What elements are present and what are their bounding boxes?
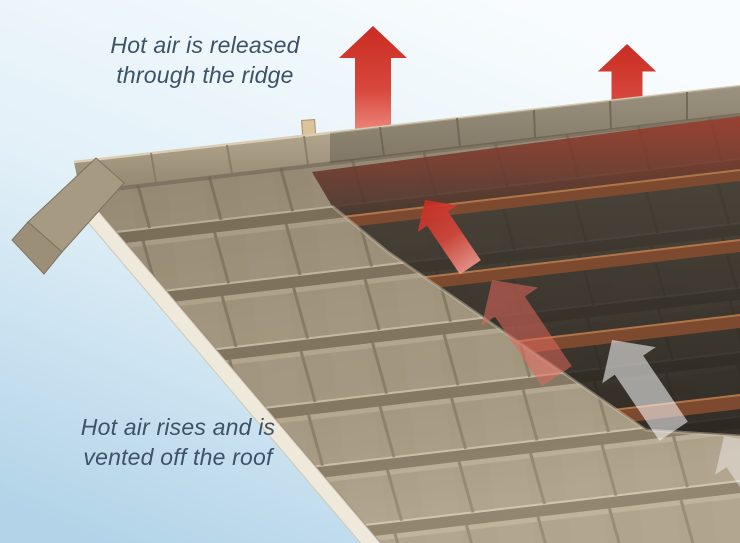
ridge-vent-translucent [330, 86, 740, 163]
underlay-airflow-arrow-white-2 [715, 436, 740, 527]
label-ridge-release: Hot air is released through the ridge [85, 30, 325, 91]
ridge-end-cap [11, 157, 125, 275]
ridge-tiles [73, 84, 740, 195]
caption-line: through the ridge [116, 62, 294, 89]
label-rises-vented: Hot air rises and is vented off the roof [52, 412, 304, 473]
underlay-airflow-arrow-pink [481, 280, 572, 387]
ridge-tile-joints [150, 92, 688, 184]
underlay-airflow-arrows [417, 200, 740, 527]
hot-air-glow [312, 116, 740, 226]
caption-line: Hot air is released [110, 32, 300, 58]
caption-line: vented off the roof [83, 444, 273, 471]
ridge-exhaust-arrow-1 [339, 26, 407, 142]
underlay-airflow-arrow-red [417, 200, 481, 275]
caption-line: Hot air rises and is [80, 414, 276, 440]
underlay-airflow-arrow-white-1 [602, 340, 688, 441]
